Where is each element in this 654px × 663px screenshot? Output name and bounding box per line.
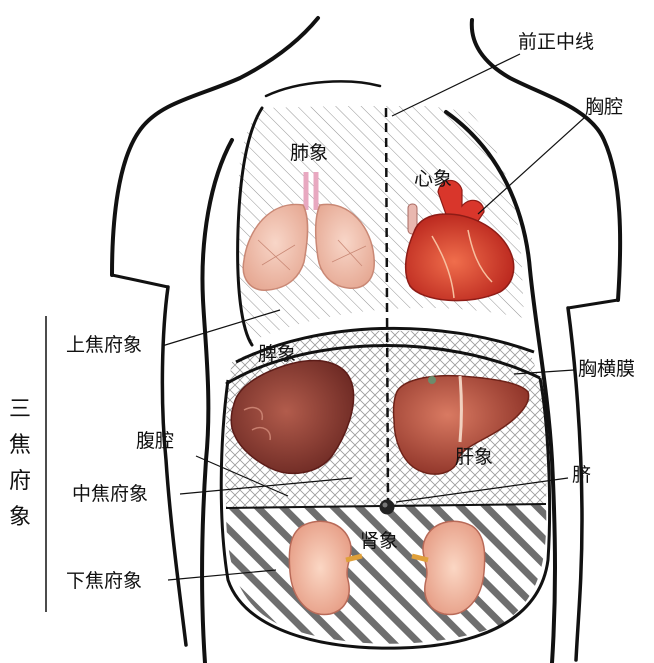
midline-label: 前正中线 bbox=[518, 33, 594, 52]
chest-cavity-label: 胸腔 bbox=[585, 98, 623, 117]
heart-label: 心象 bbox=[414, 170, 452, 189]
lung-label: 肺象 bbox=[290, 144, 328, 163]
san-jiao-label: 三焦府象 bbox=[8, 392, 32, 536]
diaphragm-label: 胸横膜 bbox=[578, 360, 635, 379]
kidney-label: 肾象 bbox=[360, 532, 398, 551]
abdominal-cavity-label: 腹腔 bbox=[136, 432, 174, 451]
lower-jiao-label: 下焦府象 bbox=[66, 572, 142, 591]
navel-label: 脐 bbox=[572, 466, 591, 485]
middle-jiao-label: 中焦府象 bbox=[72, 485, 148, 504]
navel-marker bbox=[380, 500, 395, 515]
liver-label: 肝象 bbox=[455, 448, 493, 467]
lower-jiao-region bbox=[226, 504, 546, 644]
spleen-label: 脾象 bbox=[258, 345, 296, 364]
upper-jiao-label: 上焦府象 bbox=[66, 336, 142, 355]
